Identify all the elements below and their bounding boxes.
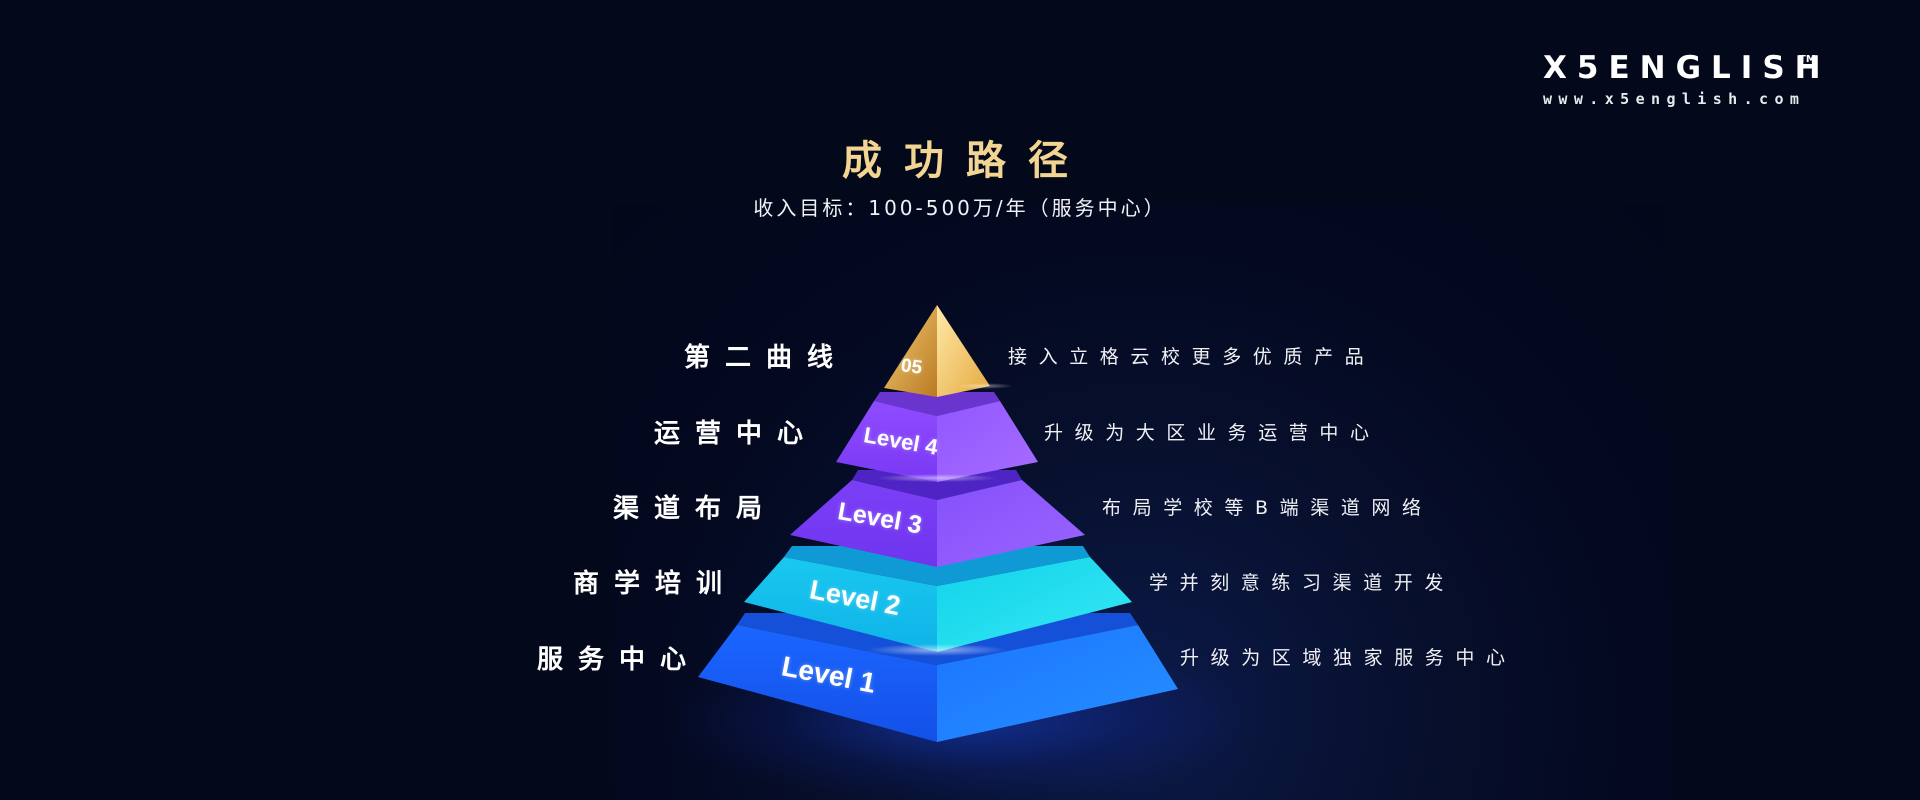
brand-logo: X5ENGLISH TM www.x5english.com [1543, 50, 1831, 108]
trademark-mark: TM [1799, 54, 1816, 65]
level-name-second-curve: 第二曲线 [684, 343, 849, 373]
level-tag-05: 05 [899, 355, 924, 379]
level-desc-channel-layout: 布局学校等B端渠道网络 [1102, 497, 1433, 519]
pyramid-tip [884, 305, 1013, 397]
level-name-channel-layout: 渠道布局 [613, 494, 778, 524]
brand-url: www.x5english.com [1543, 90, 1806, 108]
level-desc-service-center: 升级为区域独家服务中心 [1180, 647, 1517, 669]
brand-name: X5ENGLISH [1543, 50, 1831, 86]
level-desc-operations-center: 升级为大区业务运营中心 [1044, 422, 1381, 444]
page-title: 成功路径 [842, 138, 1090, 184]
level-name-service-center: 服务中心 [537, 645, 702, 675]
level-desc-second-curve: 接入立格云校更多优质产品 [1008, 346, 1376, 368]
level-desc-business-training: 学并刻意练习渠道开发 [1149, 572, 1456, 594]
page-subtitle: 收入目标：100-500万/年（服务中心） [753, 196, 1167, 220]
pyramid-level-2 [744, 546, 1132, 656]
level-name-business-training: 商学培训 [573, 569, 738, 599]
pyramid-level-4 [836, 392, 1038, 482]
level-name-operations-center: 运营中心 [654, 419, 819, 449]
